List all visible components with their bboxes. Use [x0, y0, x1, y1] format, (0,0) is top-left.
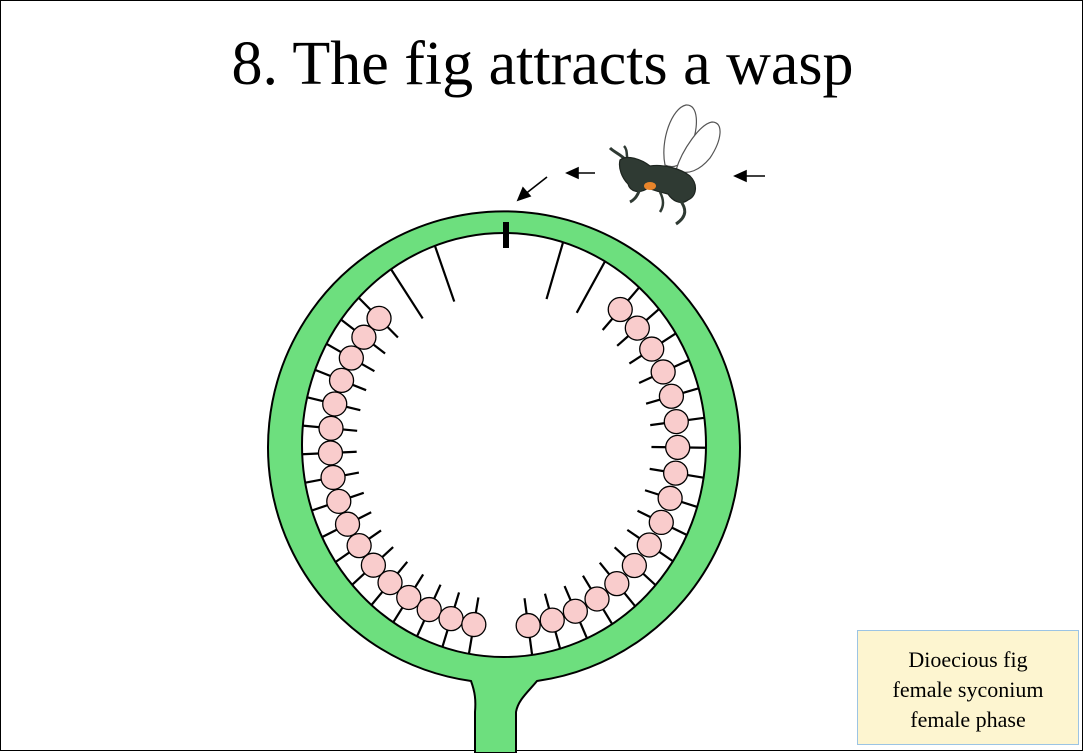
- flower-style: [547, 242, 564, 299]
- flower-ovary: [327, 489, 351, 513]
- info-box: Dioecious fig female syconium female pha…: [857, 630, 1079, 745]
- flower-ovary: [664, 461, 688, 485]
- flower-ovary: [336, 512, 360, 536]
- flower-ovary: [563, 599, 587, 623]
- flower-ovary: [625, 316, 649, 340]
- flower-ovary: [321, 465, 345, 489]
- flower-ovary: [516, 614, 540, 638]
- arrow-icon: [735, 171, 765, 181]
- flower-style: [577, 261, 605, 312]
- info-line-1: Dioecious fig: [858, 645, 1078, 675]
- flower-ovary: [622, 554, 646, 578]
- flower-ovary: [319, 416, 343, 440]
- flower-ovary: [585, 587, 609, 611]
- flower-ovary: [658, 486, 682, 510]
- flower-ovary: [462, 613, 486, 637]
- arrow-icon: [518, 177, 547, 200]
- flower-ovary: [666, 435, 690, 459]
- arrow-icon: [567, 168, 595, 178]
- flower-style: [391, 269, 423, 318]
- flower-ovary: [540, 608, 564, 632]
- flower-ovary: [330, 368, 354, 392]
- flower-ovary: [352, 325, 376, 349]
- flower-ovary: [605, 572, 629, 596]
- flower-ovary: [664, 410, 688, 434]
- info-line-3: female phase: [858, 705, 1078, 735]
- flower-ovary: [637, 533, 661, 557]
- flower-ovary: [318, 441, 342, 465]
- flower-ovary: [659, 384, 683, 408]
- flower-style: [435, 246, 454, 302]
- flower-ovary: [640, 337, 664, 361]
- flower-ovary: [608, 298, 632, 322]
- flower-ovary: [439, 607, 463, 631]
- female-flowers-layer: [302, 242, 706, 655]
- flower-ovary: [339, 346, 363, 370]
- flower-ovary: [323, 392, 347, 416]
- flower-ovary: [651, 360, 675, 384]
- flower-ovary: [649, 510, 673, 534]
- flower-ovary: [417, 598, 441, 622]
- info-line-2: female syconium: [858, 675, 1078, 705]
- wasp-icon: [610, 105, 720, 224]
